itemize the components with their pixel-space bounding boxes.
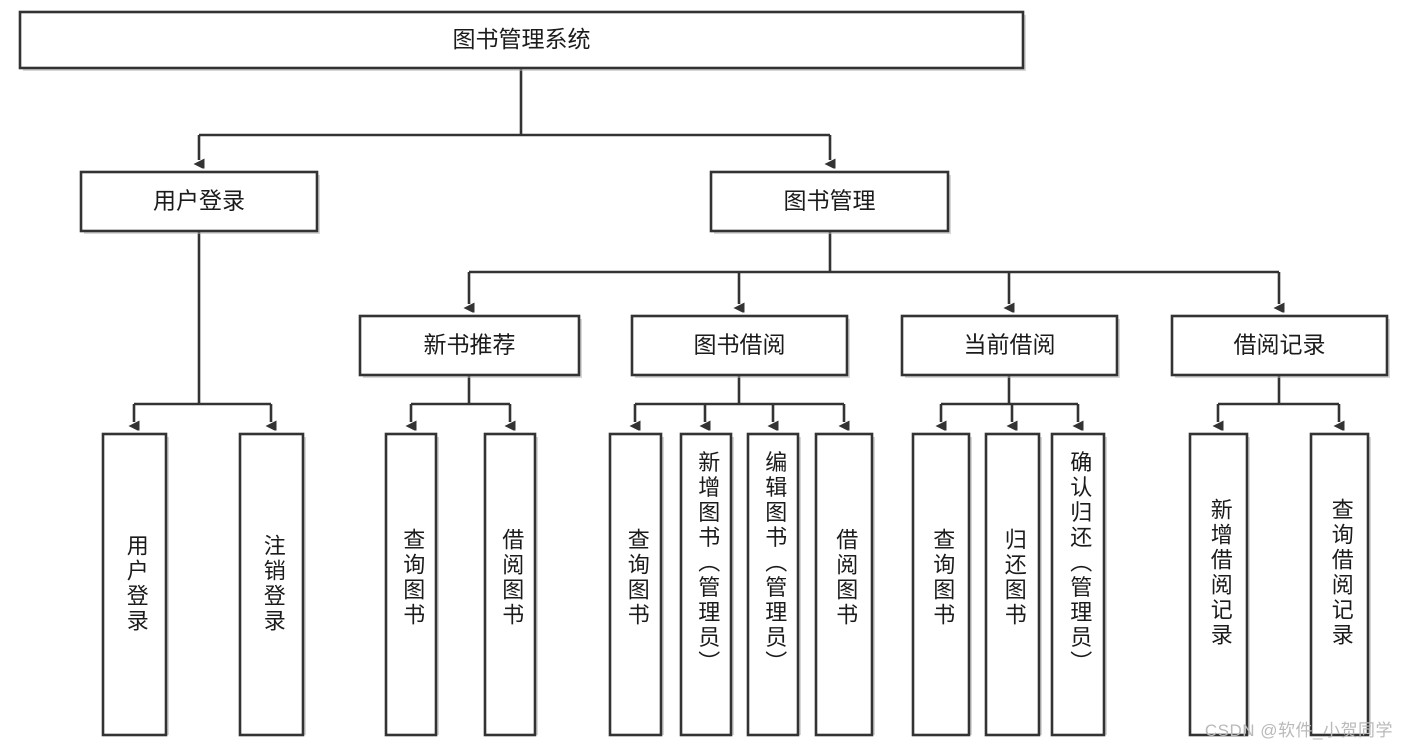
node-borrow-record-label: 借阅记录 (1234, 332, 1326, 358)
node-leaf-query-book-borrow[interactable]: 查询图书 (608, 432, 664, 737)
csdn-watermark: CSDN @软件_小贺同学 (1204, 721, 1393, 740)
node-leaf-add-borrow-record[interactable]: 新增借阅记录 (1188, 432, 1250, 737)
node-borrow-record[interactable]: 借阅记录 (1170, 314, 1390, 378)
node-leaf-add-borrow-record-label: 新增借阅记录 (1208, 498, 1233, 648)
node-leaf-edit-book-admin-box (746, 432, 800, 737)
node-book-manage-box (709, 170, 950, 233)
node-leaf-return-book-box (984, 432, 1041, 737)
node-leaf-query-book-cur[interactable]: 查询图书 (911, 432, 972, 737)
node-leaf-query-borrow-record-box (1309, 432, 1370, 737)
node-leaf-user-logout-label: 注销登录 (261, 534, 286, 634)
node-book-manage-label: 图书管理 (784, 188, 876, 214)
node-leaf-user-login[interactable]: 用户登录 (101, 432, 169, 737)
node-leaf-query-borrow-record-label: 查询借阅记录 (1329, 498, 1354, 648)
node-user-login-label: 用户登录 (153, 188, 245, 214)
node-leaf-add-book-admin[interactable]: 新增图书（管理员） (679, 432, 734, 737)
node-leaf-add-book-admin-box (679, 432, 733, 737)
node-leaf-query-borrow-record[interactable]: 查询借阅记录 (1309, 432, 1371, 737)
node-root-label: 图书管理系统 (453, 26, 591, 52)
node-current-borrow-label: 当前借阅 (964, 332, 1056, 358)
node-leaf-confirm-return-admin-label: 确认归还（管理员） (1067, 451, 1092, 676)
node-leaf-borrow-book-box (814, 432, 874, 737)
node-leaf-borrow-book-rec-label: 借阅图书 (499, 528, 524, 628)
node-leaf-edit-book-admin-label: 编辑图书（管理员） (762, 451, 787, 676)
node-leaf-user-login-label: 用户登录 (124, 534, 149, 634)
node-leaf-query-book-cur-box (911, 432, 971, 737)
node-leaf-confirm-return-admin[interactable]: 确认归还（管理员） (1050, 432, 1107, 737)
connector-group (134, 68, 1339, 422)
node-leaf-user-logout-box (238, 432, 305, 737)
node-leaf-borrow-book-label: 借阅图书 (833, 528, 858, 628)
node-book-manage[interactable]: 图书管理 (709, 170, 951, 234)
node-borrow-record-box (1170, 314, 1389, 377)
node-leaf-add-book-admin-label: 新增图书（管理员） (695, 451, 720, 676)
node-new-book-rec-box (358, 314, 581, 377)
node-leaf-borrow-book-rec-box (483, 432, 537, 737)
node-user-login-box (79, 170, 319, 233)
node-current-borrow[interactable]: 当前借阅 (900, 314, 1120, 378)
node-new-book-rec[interactable]: 新书推荐 (358, 314, 582, 378)
node-leaf-query-book-cur-label: 查询图书 (930, 528, 955, 628)
node-user-login[interactable]: 用户登录 (79, 170, 320, 234)
node-leaf-borrow-book-rec[interactable]: 借阅图书 (483, 432, 538, 737)
node-leaf-return-book[interactable]: 归还图书 (984, 432, 1042, 737)
node-leaf-user-logout[interactable]: 注销登录 (238, 432, 306, 737)
node-leaf-query-book-rec[interactable]: 查询图书 (384, 432, 439, 737)
node-leaf-edit-book-admin[interactable]: 编辑图书（管理员） (746, 432, 801, 737)
node-current-borrow-box (900, 314, 1119, 377)
node-root-box (18, 10, 1025, 70)
node-book-borrow[interactable]: 图书借阅 (630, 314, 850, 378)
node-leaf-confirm-return-admin-box (1050, 432, 1106, 737)
node-leaf-user-login-box (101, 432, 168, 737)
node-new-book-rec-label: 新书推荐 (424, 332, 516, 358)
node-book-borrow-label: 图书借阅 (694, 332, 786, 358)
node-book-borrow-box (630, 314, 849, 377)
node-leaf-query-book-rec-label: 查询图书 (400, 528, 425, 628)
node-root[interactable]: 图书管理系统 (18, 10, 1026, 71)
node-leaf-query-book-rec-box (384, 432, 438, 737)
node-leaf-return-book-label: 归还图书 (1002, 528, 1027, 628)
node-leaf-query-book-borrow-box (608, 432, 663, 737)
node-leaf-borrow-book[interactable]: 借阅图书 (814, 432, 875, 737)
node-leaf-query-book-borrow-label: 查询图书 (625, 528, 650, 628)
node-leaf-add-borrow-record-box (1188, 432, 1249, 737)
